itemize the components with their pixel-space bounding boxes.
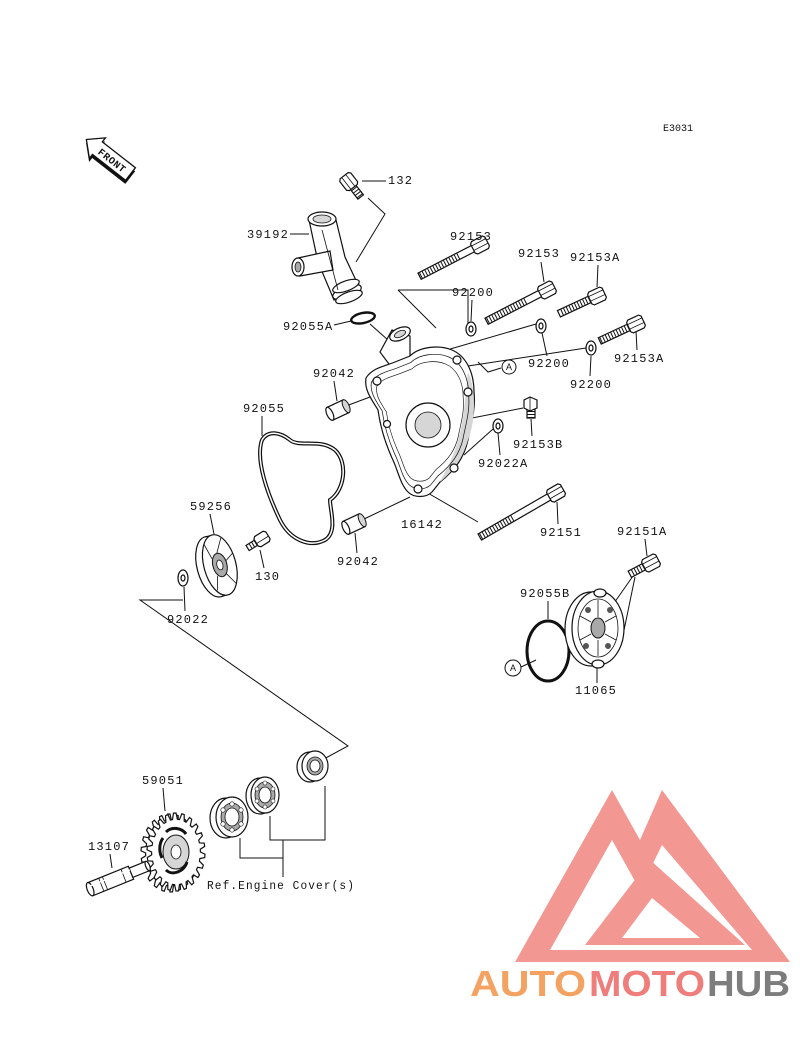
impeller-59256 <box>195 534 238 598</box>
label-13107: 13107 <box>88 840 130 854</box>
label-92042-lower: 92042 <box>337 555 379 569</box>
watermark-auto: AUTO <box>470 963 586 1004</box>
water-pipe-39192 <box>291 211 363 305</box>
dowel-pin-92042-upper <box>325 399 351 421</box>
label-39192: 39192 <box>247 228 289 242</box>
label-92022a: 92022A <box>478 457 528 471</box>
water-pump-body-16142 <box>365 326 475 498</box>
label-132: 132 <box>388 174 413 188</box>
watermark-text: AUTO MOTO HUB <box>470 963 790 1004</box>
label-92153-upper: 92153 <box>450 230 492 244</box>
label-92200-middle: 92200 <box>528 357 570 371</box>
label-16142: 16142 <box>401 518 443 532</box>
bolt-92153b <box>523 396 538 419</box>
watermark-logo <box>515 790 790 962</box>
ball-bearing-upper <box>245 776 280 815</box>
label-92153-lower: 92153 <box>518 247 560 261</box>
label-92042-upper: 92042 <box>313 367 355 381</box>
label-92153a-upper: 92153A <box>570 251 620 265</box>
dowel-pin-92042-lower <box>341 513 367 535</box>
label-92153a-lower: 92153A <box>614 352 664 366</box>
callout-a-upper: A <box>501 359 517 375</box>
washer-92022 <box>177 569 189 587</box>
washer-92022a <box>492 418 504 434</box>
o-ring-92055b <box>525 619 571 683</box>
bolt-92153-lower <box>484 280 558 326</box>
washer-92200-top <box>465 321 477 337</box>
label-92151: 92151 <box>540 526 582 540</box>
label-59256: 59256 <box>190 500 232 514</box>
label-92153b: 92153B <box>513 438 563 452</box>
bolt-92153a-lower <box>597 314 647 345</box>
label-92151a: 92151A <box>617 525 667 539</box>
label-130: 130 <box>255 570 280 584</box>
watermark-hub: HUB <box>707 963 790 1004</box>
bolt-92151 <box>477 483 567 541</box>
bolt-92153a-upper <box>556 286 608 318</box>
label-92055b: 92055B <box>520 587 570 601</box>
bolt-92151a <box>627 553 662 579</box>
leader-lines <box>109 180 648 869</box>
part-labels: 132 39192 92153 92153 92153A 92200 92055… <box>88 174 667 893</box>
reference-note: Ref.Engine Cover(s) <box>207 879 355 893</box>
pump-gear-59051 <box>140 812 206 893</box>
label-92055a: 92055A <box>283 320 333 334</box>
bolt-130 <box>245 530 271 552</box>
pump-cover-11065 <box>564 588 625 669</box>
gasket-92055 <box>258 431 346 546</box>
front-arrow-icon: FRONT <box>85 137 137 184</box>
bolt-92153-upper <box>417 235 491 281</box>
callout-a-lower: A <box>504 659 522 677</box>
o-ring-92055a <box>350 311 376 325</box>
bolt-132 <box>339 171 365 200</box>
washer-92200-lower <box>585 340 597 356</box>
label-59051: 59051 <box>142 774 184 788</box>
ball-bearing-lower <box>209 796 249 839</box>
label-92022: 92022 <box>167 613 209 627</box>
drawing-code: E3031 <box>663 124 693 135</box>
assembly-lines <box>138 197 636 877</box>
label-92200-lower: 92200 <box>570 378 612 392</box>
pump-shaft-13107 <box>85 860 151 897</box>
watermark-moto: MOTO <box>589 963 705 1004</box>
label-11065: 11065 <box>575 684 617 698</box>
label-92055: 92055 <box>243 402 285 416</box>
oil-seal <box>296 750 329 783</box>
svg-text:A: A <box>506 362 512 372</box>
washer-92200-middle <box>535 318 547 334</box>
svg-text:A: A <box>510 663 516 673</box>
label-92200-top: 92200 <box>452 286 494 300</box>
